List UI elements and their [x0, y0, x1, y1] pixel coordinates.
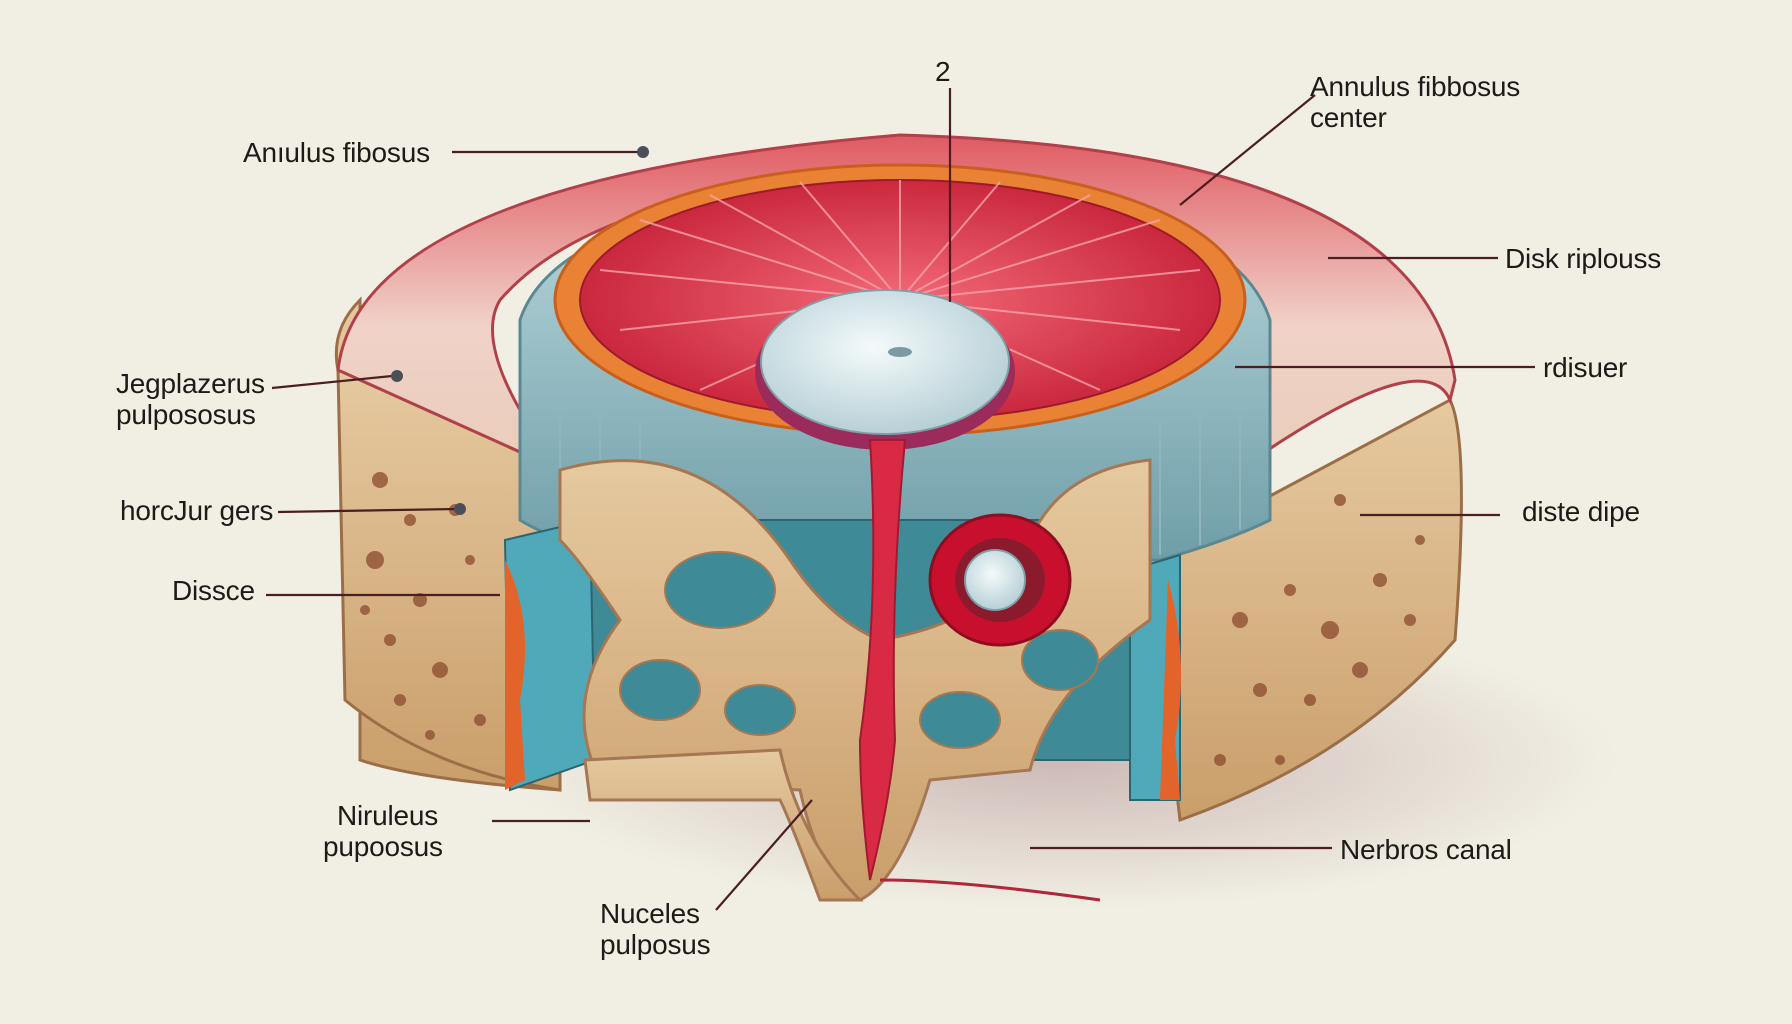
- bone-pores-right: [1214, 494, 1425, 766]
- label-line: Annulus fibbosus: [1310, 71, 1521, 102]
- label-niruleus-pupoosus: Niruleus pupoosus: [323, 800, 443, 862]
- end-plate-left-orange: [505, 560, 525, 790]
- nucleus-pulposus-top: [760, 289, 1010, 435]
- label-horcjur-gers: horcJur gers: [120, 495, 274, 526]
- label-line: Jegplazerus: [116, 368, 265, 399]
- nucleus-dot: [888, 347, 912, 357]
- trabecular-holes: [619, 551, 1099, 749]
- label-line: pulpososus: [116, 399, 256, 430]
- nerve-channel: [858, 439, 907, 881]
- label-nuceles-pulposus: Nuceles pulposus: [600, 898, 711, 960]
- label-dissce: Dissce: [172, 575, 255, 606]
- bony-process: [583, 748, 864, 902]
- label-top-number: 2: [935, 56, 951, 87]
- vertebral-body-side-right: [1148, 397, 1463, 823]
- label-anulus-fibosus: Anıulus fibosus: [243, 137, 430, 168]
- canal-bead: [964, 549, 1026, 611]
- label-nerbros-canal: Nerbros canal: [1340, 834, 1512, 865]
- leader-lines: [266, 88, 1535, 911]
- label-line: Niruleus: [337, 800, 439, 831]
- label-line: pupoosus: [323, 831, 443, 862]
- label-line: center: [1310, 102, 1387, 133]
- nerve-tail: [879, 878, 1101, 902]
- vertebral-body-left: [336, 367, 562, 792]
- label-line: Nuceles: [600, 898, 700, 929]
- leader-dots: [391, 146, 649, 515]
- label-annulus-fibbosus-center: Annulus fibbosus center: [1310, 71, 1520, 133]
- label-disk-riplouss: Disk riplouss: [1505, 243, 1662, 274]
- end-plate-right-orange: [1160, 580, 1182, 800]
- label-jegplazerus-pulpososus: Jegplazerus pulpososus: [116, 368, 265, 430]
- label-line: pulposus: [600, 929, 711, 960]
- label-diste-dipe: diste dipe: [1522, 496, 1640, 527]
- label-rdisuer: rdisuer: [1543, 352, 1628, 383]
